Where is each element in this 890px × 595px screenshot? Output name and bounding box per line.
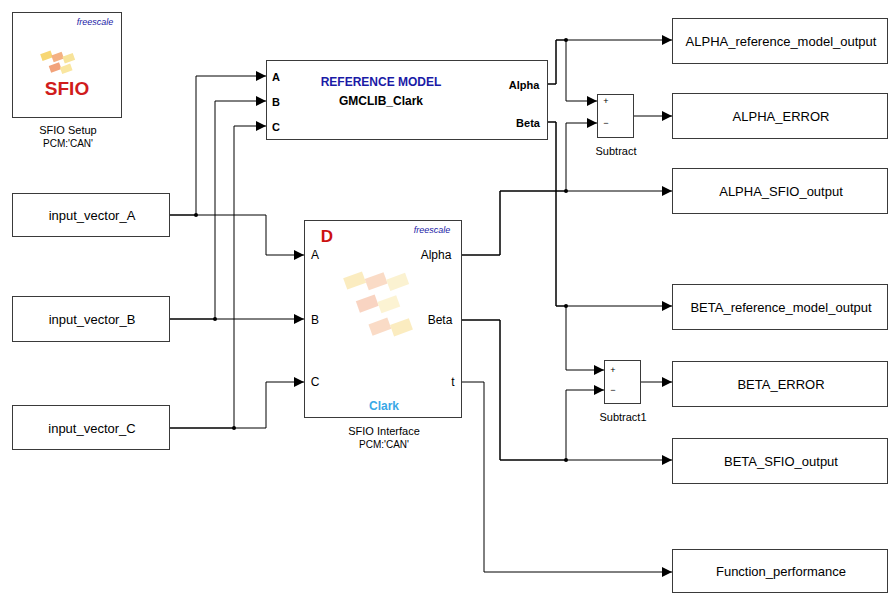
input-port-block: input_vector_C	[12, 405, 170, 450]
block-function: Clark	[369, 400, 399, 413]
sfio-interface-block: DfreescaleABCAlphaBetatClarkSFIO Interfa…	[304, 220, 462, 418]
signal-line	[170, 319, 304, 320]
subtract-block: +−Subtract1	[604, 360, 641, 404]
output-port-block: Function_performance	[672, 549, 888, 593]
block-name: Subtract	[596, 145, 637, 157]
logo-chip	[356, 295, 379, 313]
signal-line	[462, 382, 672, 572]
block-label: input_vector_C	[48, 421, 135, 435]
reference-model-block: A B C REFERENCE MODEL GMCLIB_Clark AlphaBeta	[266, 60, 548, 140]
subtract-block: +−Subtract	[597, 94, 634, 138]
block-label: BETA_SFIO_output	[724, 455, 838, 469]
block-name: SFIO Setup	[39, 124, 96, 136]
branch-dot	[564, 304, 568, 308]
output-port-block: ALPHA_ERROR	[672, 93, 888, 139]
port-name: Beta	[428, 314, 453, 327]
logo-chip	[365, 272, 388, 290]
output-port-block: ALPHA_SFIO_output	[672, 168, 888, 214]
block-function: GMCLIB_Clark	[339, 95, 423, 108]
branch-dots	[194, 38, 568, 462]
branch-dot	[564, 38, 568, 42]
block-name: Subtract1	[599, 411, 646, 423]
block-name: SFIO Interface	[348, 425, 420, 437]
signal-line	[462, 320, 604, 460]
block-label: BETA_ERROR	[737, 378, 824, 392]
block-label: input_vector_B	[49, 313, 136, 327]
sign-symbol: +	[603, 97, 608, 107]
brand-text: freescale	[77, 18, 114, 28]
output-port-block: BETA_SFIO_output	[672, 438, 888, 484]
freescale-logo	[40, 51, 75, 74]
logo-chip	[49, 62, 62, 72]
sfio-setup-block: freescaleSFIOSFIO SetupPCM:'CAN'	[12, 12, 122, 118]
logo-chip	[377, 295, 400, 313]
branch-dot	[232, 426, 236, 430]
brand-text: freescale	[414, 226, 451, 236]
signal-line	[548, 122, 604, 370]
logo-chip	[386, 273, 409, 291]
signal-line	[548, 40, 672, 84]
input-port-block: input_vector_A	[12, 193, 170, 237]
signal-line	[641, 382, 672, 383]
block-letter: D	[321, 228, 333, 247]
signal-line	[170, 76, 266, 215]
signal-line	[170, 126, 266, 428]
block-label: input_vector_A	[49, 209, 136, 223]
signal-line	[548, 122, 672, 306]
signal-line	[462, 123, 597, 255]
port-name: Alpha	[421, 249, 452, 262]
output-port-block: BETA_reference_model_output	[672, 284, 888, 330]
port-name: A	[272, 71, 280, 83]
logo-chip	[51, 52, 64, 62]
port-name: C	[311, 376, 320, 389]
signal-line	[462, 191, 672, 255]
port-name: B	[311, 314, 319, 327]
logo-chip	[368, 318, 391, 336]
signal-line	[548, 40, 597, 101]
connector-group	[170, 40, 672, 572]
port-name: Alpha	[509, 79, 540, 91]
sign-symbol: −	[610, 386, 615, 396]
output-port-block: BETA_ERROR	[672, 361, 888, 407]
branch-dot	[213, 317, 217, 321]
logo-chip	[62, 53, 75, 63]
block-param: PCM:'CAN'	[359, 439, 409, 450]
signal-line	[634, 116, 672, 117]
signal-line	[462, 320, 672, 460]
logo-chip	[390, 318, 413, 336]
branch-dot	[194, 213, 198, 217]
block-logo-text: SFIO	[45, 79, 89, 100]
logo-chip	[343, 271, 366, 289]
branch-dot	[564, 189, 568, 193]
block-title: REFERENCE MODEL	[321, 76, 442, 89]
signal-line	[170, 382, 304, 428]
port-name: A	[311, 249, 319, 262]
port-name: C	[272, 121, 280, 133]
block-label: ALPHA_ERROR	[733, 110, 830, 124]
logo-chip	[40, 51, 53, 61]
block-label: ALPHA_reference_model_output	[686, 35, 877, 49]
freescale-logo	[343, 271, 413, 336]
port-name: Beta	[516, 117, 540, 129]
port-name: B	[272, 96, 280, 108]
block-label: ALPHA_SFIO_output	[719, 185, 843, 199]
signal-line	[170, 101, 266, 319]
output-port-block: ALPHA_reference_model_output	[672, 18, 888, 64]
signal-line	[170, 215, 304, 255]
block-label: Function_performance	[716, 565, 846, 579]
logo-chip	[60, 64, 73, 74]
port-name: t	[451, 376, 454, 389]
block-label: BETA_reference_model_output	[690, 301, 871, 315]
sign-symbol: −	[603, 119, 608, 129]
input-port-block: input_vector_B	[12, 296, 170, 342]
block-param: PCM:'CAN'	[43, 138, 93, 149]
sign-symbol: +	[610, 366, 615, 376]
branch-dot	[564, 458, 568, 462]
